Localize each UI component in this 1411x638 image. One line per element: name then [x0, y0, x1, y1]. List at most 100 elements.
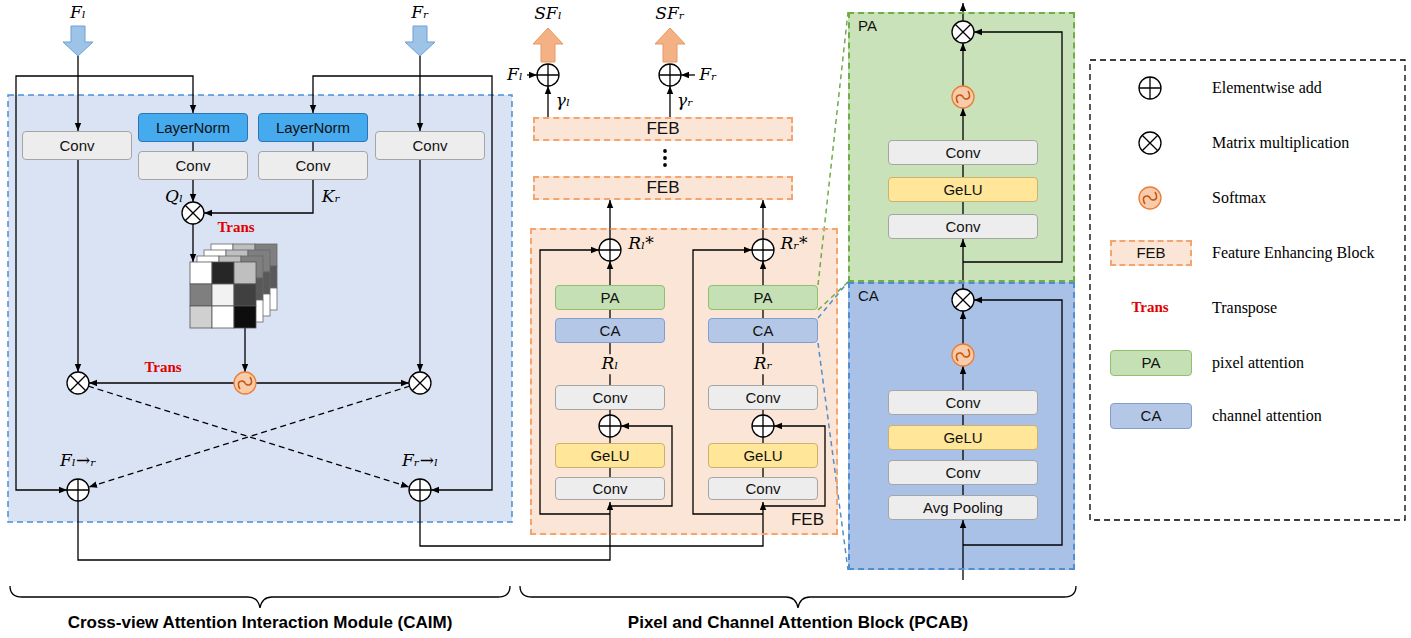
- multiply-operator: [67, 372, 89, 394]
- legend-symbol: [1139, 132, 1161, 154]
- conv-box: Conv: [375, 131, 485, 160]
- add-operator: [752, 239, 774, 261]
- node-text: Avg Pooling: [923, 499, 1003, 516]
- connector: [962, 485, 963, 495]
- zoom-line: [818, 12, 848, 310]
- wire: [192, 224, 193, 262]
- add-operator: [409, 479, 431, 501]
- wire: [681, 74, 695, 75]
- label-text: Fₗ: [70, 3, 86, 23]
- label-text: Fₗ→ᵣ: [60, 451, 96, 471]
- label-text: Fᵣ: [699, 65, 717, 85]
- node-text: CA: [858, 287, 879, 304]
- softmax-operator: [952, 86, 974, 108]
- legend-text: Elementwise add: [1212, 79, 1322, 97]
- conv-box: Conv: [555, 477, 665, 500]
- add-operator: [599, 415, 621, 437]
- wire: [610, 410, 763, 443]
- ellipsis-dot: [663, 149, 667, 153]
- avgpool-box: Avg Pooling: [888, 495, 1038, 520]
- legend-row: Transpose: [1212, 299, 1277, 317]
- connector: [962, 202, 963, 214]
- conv-box: Conv: [708, 477, 818, 500]
- connector: [962, 450, 963, 460]
- label-holder: γᵣ: [677, 91, 693, 111]
- brace: [520, 586, 1076, 608]
- wire: [78, 76, 193, 113]
- input-arrow: [63, 26, 93, 56]
- edge-label-holder: Rᵣ: [752, 354, 775, 374]
- node-text: CA: [1141, 407, 1162, 424]
- label-holder: Trans: [217, 219, 254, 236]
- label-text: Pixel and Channel Attention Block (PCAB): [628, 613, 968, 633]
- wire: [89, 382, 234, 383]
- node-text: GeLU: [943, 429, 982, 446]
- label-holder: Cross-view Attention Interaction Module …: [68, 613, 453, 633]
- conv-box: Conv: [888, 390, 1038, 415]
- label-holder: Kᵣ: [322, 187, 341, 207]
- edge-label-holder: Rₗ: [600, 354, 621, 374]
- legend-text: Softmax: [1212, 189, 1266, 207]
- node-text: Conv: [175, 157, 210, 174]
- gelu-box: GeLU: [708, 443, 818, 468]
- node-text: Conv: [592, 480, 627, 497]
- legend-symbol: [1139, 77, 1161, 99]
- node-text: PA: [1142, 354, 1161, 371]
- legend-row: Feature Enhancing Block: [1212, 244, 1375, 262]
- wire: [762, 261, 763, 285]
- wire: [962, 43, 963, 86]
- softmax-operator: [952, 344, 974, 366]
- node-text: Conv: [945, 464, 980, 481]
- connector: [962, 165, 963, 177]
- label-holder: Fᵣ: [411, 3, 429, 23]
- wire: [420, 501, 763, 546]
- conv-box: Conv: [258, 151, 368, 180]
- ca-box: CA: [555, 318, 665, 343]
- node-text: Conv: [592, 389, 627, 406]
- wire: [192, 180, 193, 202]
- legend-row: Softmax: [1212, 189, 1266, 207]
- node-text: FEB: [791, 510, 824, 530]
- add-operator: [599, 239, 621, 261]
- label-holder: Fₗ→ᵣ: [60, 451, 96, 471]
- node-text: CA: [753, 322, 774, 339]
- connector: [762, 310, 763, 318]
- connector: [312, 142, 313, 151]
- add-operator: [659, 64, 681, 86]
- legend-row: pixel attention: [1212, 354, 1304, 372]
- brace: [10, 586, 510, 608]
- node-text: CA: [600, 322, 621, 339]
- legend-text: Feature Enhancing Block: [1212, 244, 1375, 262]
- softmax-operator: [234, 372, 256, 394]
- label-text: Fₗ: [507, 65, 523, 85]
- label-holder: Rᵣ*: [780, 234, 807, 254]
- ca-panel: CAConvGeLUConvAvg Pooling: [848, 282, 1075, 570]
- wire: [962, 108, 963, 140]
- pa-box: PA: [708, 285, 818, 310]
- connector: [192, 142, 193, 151]
- label-text: Trans: [144, 359, 181, 376]
- feb-block: FEBPAPACACAConvConvGeLUGeLUConvConv: [530, 228, 838, 535]
- gelu-box: GeLU: [555, 443, 665, 468]
- ellipsis-dot: [663, 156, 667, 160]
- multiply-operator: [182, 202, 204, 224]
- label-text: Fᵣ: [411, 3, 429, 23]
- ca-box: CA: [708, 318, 818, 343]
- label-holder: Qₗ: [165, 187, 183, 207]
- add-operator: [537, 64, 559, 86]
- label-text: Rᵣ*: [780, 234, 807, 254]
- legend-sample: PA: [1110, 350, 1192, 376]
- feb-block-fill: [530, 228, 838, 535]
- add-operator: [752, 415, 774, 437]
- label-holder: Fᵣ: [699, 65, 717, 85]
- label-text: Kᵣ: [322, 187, 341, 207]
- ca-panel-fill: [848, 282, 1075, 570]
- conv-box: Conv: [888, 214, 1038, 239]
- legend-symbol: [1139, 187, 1161, 209]
- legend-row: channel attention: [1212, 407, 1322, 425]
- wire: [256, 382, 409, 383]
- node-text: Conv: [945, 144, 980, 161]
- multiply-operator: [952, 289, 974, 311]
